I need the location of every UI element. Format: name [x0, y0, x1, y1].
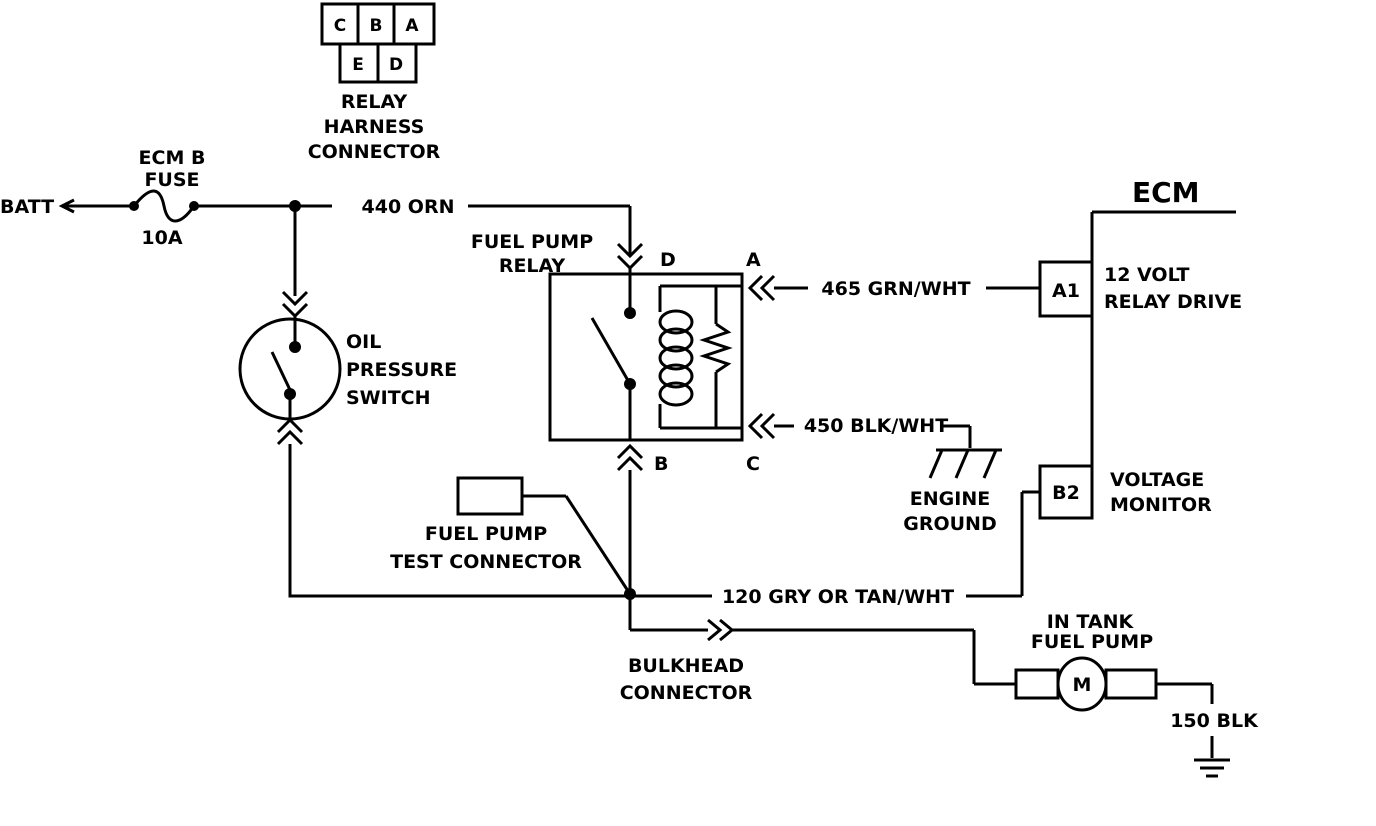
test-connector-label-2: TEST CONNECTOR — [390, 551, 582, 573]
relay-harness-label-2: HARNESS — [324, 116, 425, 138]
relay-pin-b-label: B — [654, 453, 668, 475]
wire-465-label: 465 GRN/WHT — [821, 278, 970, 300]
pump-motor-symbol: M — [1073, 674, 1092, 696]
harness-pin-a: A — [405, 16, 419, 36]
wire-450-blk-wht — [747, 412, 794, 440]
oil-switch-label-1: OIL — [346, 331, 381, 353]
fuse-label-1: ECM B — [139, 147, 206, 169]
relay-pin-c-label: C — [746, 453, 760, 475]
wire-120-label: 120 GRY OR TAN/WHT — [722, 586, 954, 608]
test-connector-shape — [456, 476, 632, 595]
harness-pin-d: D — [389, 55, 403, 75]
relay-label-1: FUEL PUMP — [471, 231, 593, 253]
bulkhead-label-1: BULKHEAD — [628, 655, 744, 677]
wire-120 — [630, 490, 1040, 598]
wire-pin-b — [616, 443, 644, 630]
wire-465-grn-wht — [747, 274, 1040, 302]
relay-label-2: RELAY — [499, 255, 566, 277]
wire-150-label: 150 BLK — [1170, 710, 1259, 732]
ecm-shape — [1038, 210, 1236, 520]
fuel-pump-relay-shape — [548, 272, 744, 442]
oil-switch-label-2: PRESSURE — [346, 359, 457, 381]
ecm-pin-b2: B2 — [1052, 482, 1080, 504]
engine-ground-label-1: ENGINE — [910, 488, 990, 510]
engine-ground-symbol — [928, 424, 1002, 479]
harness-pin-e: E — [352, 55, 364, 75]
test-connector-label-1: FUEL PUMP — [425, 523, 547, 545]
batt-fuse-wire — [58, 189, 332, 223]
relay-harness-label-1: RELAY — [341, 91, 408, 113]
relay-pin-d-label: D — [660, 249, 676, 271]
harness-pin-c: C — [334, 16, 346, 36]
bulkhead-wire — [630, 618, 1016, 686]
bulkhead-label-2: CONNECTOR — [620, 682, 753, 704]
ecm-b2-desc-1: VOLTAGE — [1110, 469, 1204, 491]
wire-440-label: 440 ORN — [362, 196, 455, 218]
fuse-rating: 10A — [141, 227, 182, 249]
ecm-a1-desc-2: RELAY DRIVE — [1104, 291, 1242, 313]
harness-pin-b: B — [370, 16, 383, 36]
engine-ground-label-2: GROUND — [903, 513, 996, 535]
relay-harness-connector-shape — [320, 2, 436, 84]
pump-label-1: IN TANK — [1047, 611, 1135, 633]
fuse-label-2: FUSE — [144, 169, 199, 191]
oil-pressure-switch-shape — [238, 206, 630, 598]
pump-label-2: FUEL PUMP — [1031, 631, 1153, 653]
relay-pin-a-label: A — [746, 249, 761, 271]
oil-switch-label-3: SWITCH — [346, 387, 431, 409]
ecm-pin-a1: A1 — [1052, 280, 1080, 302]
splice-dots — [129, 200, 636, 600]
ecm-title: ECM — [1132, 176, 1200, 209]
batt-label: BATT — [0, 196, 54, 218]
ecm-b2-desc-2: MONITOR — [1110, 494, 1212, 516]
fuel-pump-shape — [1014, 656, 1230, 778]
ecm-a1-desc-1: 12 VOLT — [1104, 264, 1190, 286]
wire-450-label: 450 BLK/WHT — [804, 415, 948, 437]
relay-harness-label-3: CONNECTOR — [308, 141, 441, 163]
